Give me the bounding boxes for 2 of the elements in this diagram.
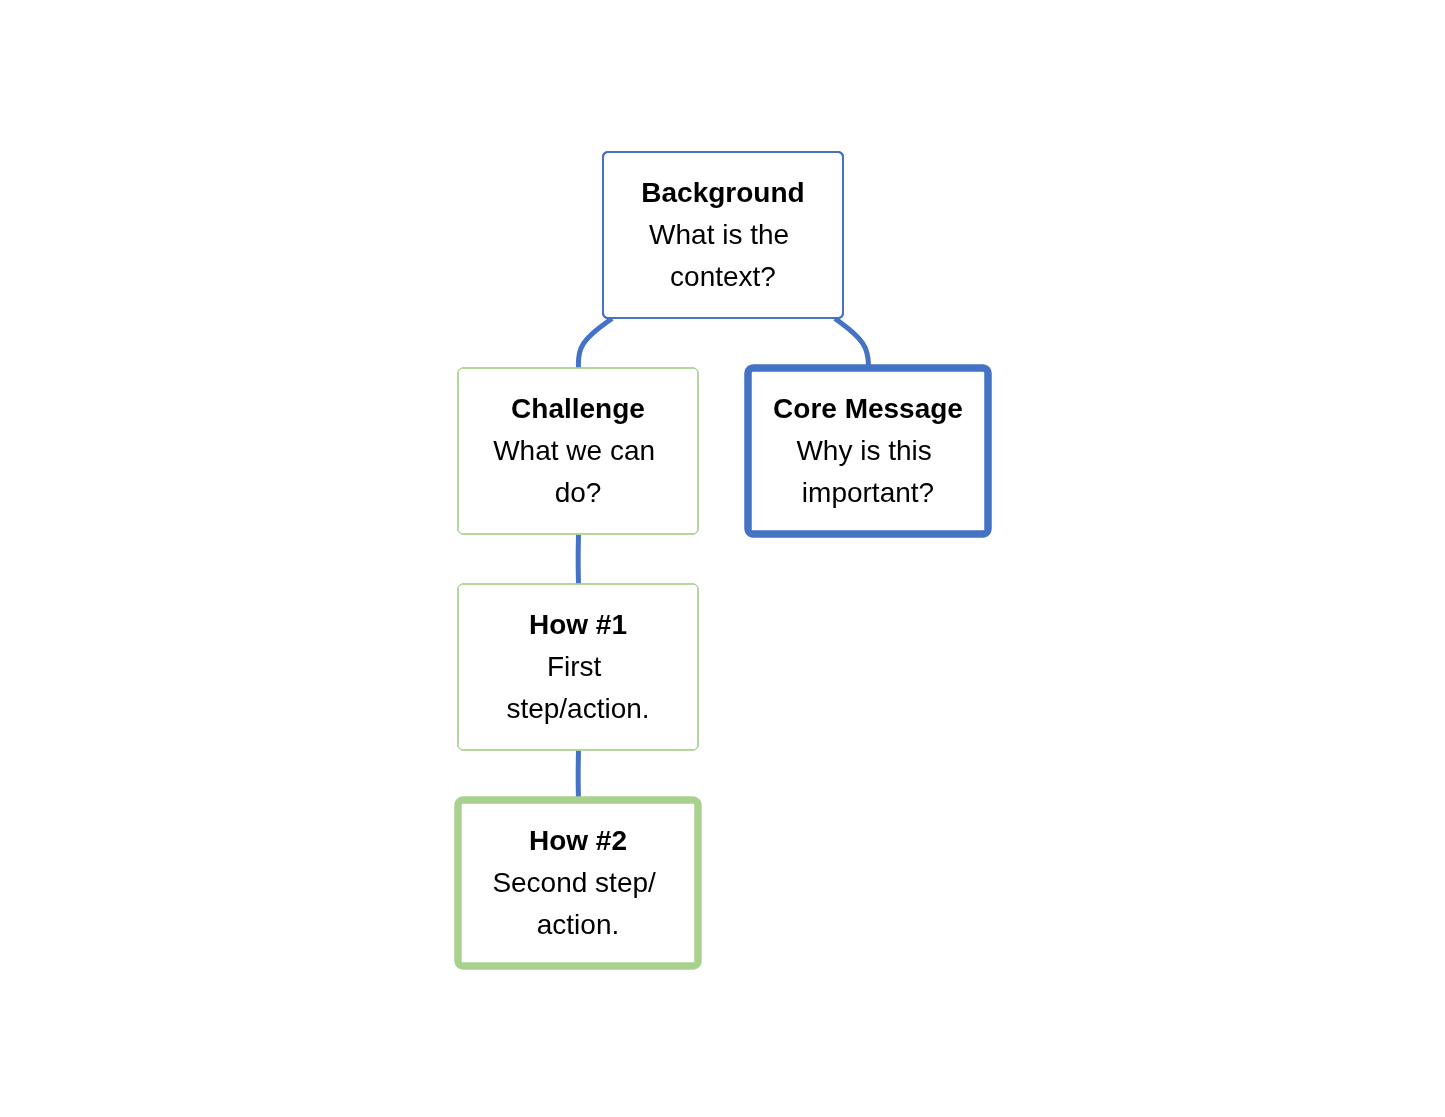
connector <box>575 533 581 585</box>
node-text: Background What is the context? <box>640 176 805 292</box>
